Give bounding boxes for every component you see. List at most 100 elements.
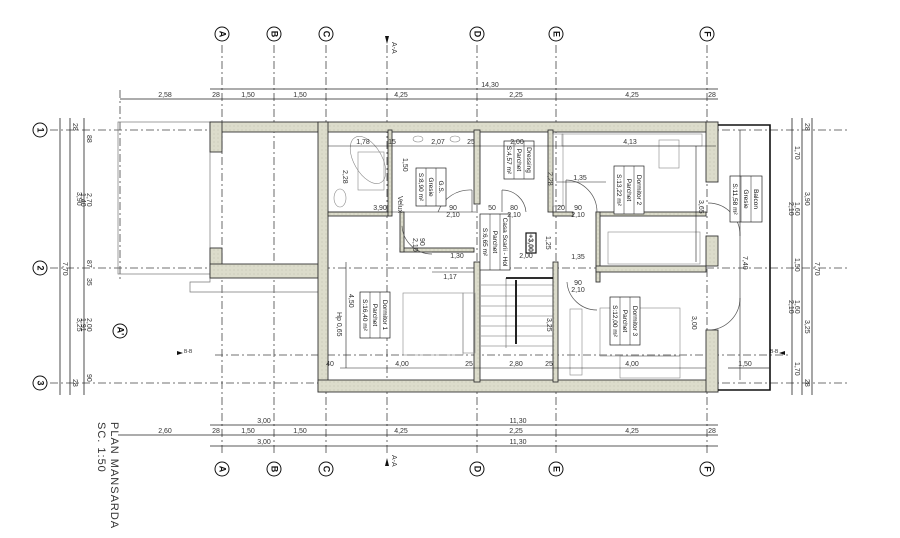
svg-text:1,50: 1,50 [793,258,800,272]
svg-text:C: C [322,31,332,38]
svg-text:Parchet: Parchet [491,231,498,254]
dimension-text-right: 1,70 1,60 2,10 1,50 1,60 2,10 1,70 28 3,… [787,123,820,387]
grid-bubble-C-top: C [318,26,334,42]
dimension-lines-bottom [118,424,718,447]
dimension-lines-left [59,118,85,395]
svg-text:40: 40 [326,361,334,368]
grid-bubble-A-prime: A' [112,323,128,339]
roof-outline-left [117,121,318,293]
svg-text:Casa Scarii - Hol: Casa Scarii - Hol [501,218,508,267]
svg-text:1,40: 1,40 [79,193,86,207]
section-marker-right: B-B [770,349,785,355]
svg-text:Dormitor 3: Dormitor 3 [631,306,638,337]
svg-text:D: D [473,466,483,473]
grid-bubbles-top: A B C D E F [214,26,715,42]
svg-text:50: 50 [488,205,496,212]
svg-text:1,70: 1,70 [793,362,800,376]
dimension-lines-top [120,88,718,100]
svg-text:25: 25 [467,139,475,146]
svg-text:2,60: 2,60 [158,428,172,435]
svg-text:90: 90 [574,280,582,287]
svg-text:88: 88 [85,135,92,143]
svg-text:1,17: 1,17 [443,274,457,281]
svg-text:3,65: 3,65 [697,200,704,214]
svg-text:F: F [703,466,713,472]
dimension-text-top: 14,30 2,58 28 1,50 1,50 4,25 2,25 4,25 2… [158,82,716,99]
svg-text:4,00: 4,00 [625,361,639,368]
svg-text:3,25: 3,25 [75,318,82,332]
svg-text:A': A' [116,327,126,336]
grid-bubble-1: 1 [32,122,48,138]
svg-text:35: 35 [85,278,92,286]
svg-text:1,50: 1,50 [293,428,307,435]
room-label-hol: Casa Scarii - Hol Parchet S:6,65 m² [479,213,511,271]
section-marker-top: A-A [385,36,397,54]
room-label-gs: G.S. Gresie S:8,90 m² [415,167,447,207]
grid-bubble-B-top: B [266,26,282,42]
svg-text:4,50: 4,50 [347,294,354,308]
svg-text:1,78: 1,78 [356,139,370,146]
room-label-dormitor1: Dormitor 1 Parchet S:16,40 m² [359,291,391,339]
door-swings [401,179,741,331]
svg-text:A: A [218,31,228,38]
room-label-balcon: Balcon Gresie S:11,58 m² [729,175,763,223]
svg-text:80: 80 [510,205,518,212]
svg-text:Dormitor 1: Dormitor 1 [381,300,388,331]
svg-text:S:12,00 m²: S:12,00 m² [611,305,618,338]
grid-bubble-C-bottom: C [318,461,334,477]
svg-text:14,30: 14,30 [481,82,499,89]
furniture [333,133,703,379]
svg-text:Velux: Velux [396,196,403,214]
svg-text:25: 25 [465,361,473,368]
svg-text:1,50: 1,50 [738,361,752,368]
svg-text:3,00: 3,00 [257,439,271,446]
svg-text:B: B [270,466,280,473]
svg-text:28: 28 [212,428,220,435]
svg-text:+3,00: +3,00 [527,234,534,252]
svg-text:1,50: 1,50 [241,428,255,435]
svg-text:90: 90 [85,374,92,382]
svg-text:20: 20 [557,205,565,212]
room-label-dressing: Dressing Parchet S:4,57 m² [503,140,535,180]
svg-text:2,00: 2,00 [519,253,533,260]
svg-text:7,40: 7,40 [741,256,748,270]
svg-text:S:13,22 m²: S:13,22 m² [615,174,622,207]
svg-text:3,00: 3,00 [690,316,697,330]
grid-bubble-F-top: F [699,26,715,42]
svg-text:28: 28 [803,379,810,387]
balcony-outline [718,124,771,391]
svg-text:28: 28 [71,123,78,131]
svg-text:4,25: 4,25 [625,92,639,99]
svg-text:1,50: 1,50 [293,92,307,99]
svg-text:1,35: 1,35 [573,175,587,182]
svg-text:28: 28 [708,92,716,99]
svg-text:Parchet: Parchet [515,149,522,172]
svg-text:1,30: 1,30 [450,253,464,260]
grid-bubbles-rows: 1 2 3 A' [32,122,128,391]
dimension-text-bottom: 3,00 11,30 2,60 28 1,50 1,50 4,25 2,25 4… [158,418,716,446]
svg-text:4,25: 4,25 [394,428,408,435]
level-marker: +3,00 [525,232,537,254]
svg-text:7,70: 7,70 [813,262,820,276]
svg-text:28: 28 [71,379,78,387]
svg-text:2,07: 2,07 [431,139,445,146]
svg-text:3,25: 3,25 [545,318,552,332]
svg-text:7,70: 7,70 [61,262,68,276]
svg-text:3,90: 3,90 [803,192,810,206]
svg-text:11,30: 11,30 [510,418,527,425]
grid-bubble-2: 2 [32,260,48,276]
svg-text:3,90: 3,90 [75,192,82,206]
svg-text:15: 15 [388,139,396,146]
svg-text:11,30: 11,30 [510,439,527,446]
svg-text:25: 25 [545,361,553,368]
grid-bubble-F-bottom: F [699,461,715,477]
svg-text:B-B: B-B [770,349,779,355]
grid-bubbles-bottom: A B C D E F [214,461,715,477]
grid-bubble-E-top: E [548,26,564,42]
svg-text:1: 1 [36,127,46,132]
svg-text:2,00: 2,00 [85,318,92,332]
svg-text:Parchet: Parchet [371,304,378,327]
svg-text:Gresie: Gresie [742,189,749,209]
svg-text:4,25: 4,25 [394,92,408,99]
